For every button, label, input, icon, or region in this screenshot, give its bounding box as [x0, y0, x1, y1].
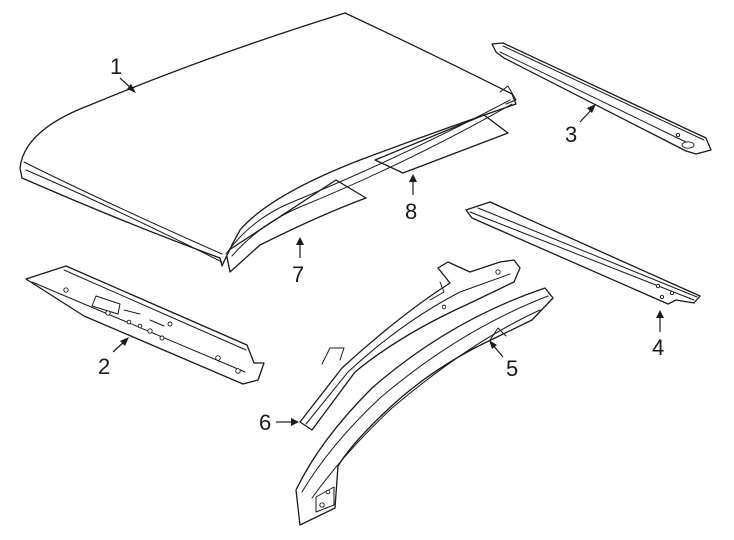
callout-7: 7 [292, 262, 304, 287]
callout-3: 3 [565, 122, 577, 147]
callout-2: 2 [98, 354, 110, 379]
callout-5: 5 [506, 356, 518, 381]
callout-8: 8 [405, 199, 417, 224]
part-1-roof-panel [19, 12, 517, 267]
part-2-front-header [25, 265, 265, 385]
callout-labels: 1 2 3 4 5 6 7 8 [98, 54, 664, 435]
part-7-front-insulator [225, 179, 367, 273]
callout-leaders [112, 77, 664, 426]
callout-1: 1 [110, 54, 122, 79]
part-5-outer-side-rail [295, 287, 554, 526]
part-3-rear-header [491, 42, 712, 155]
callout-6: 6 [259, 410, 271, 435]
part-6-inner-side-rail [299, 259, 521, 431]
part-4-rear-bow [465, 201, 701, 305]
callout-4: 4 [652, 335, 664, 360]
